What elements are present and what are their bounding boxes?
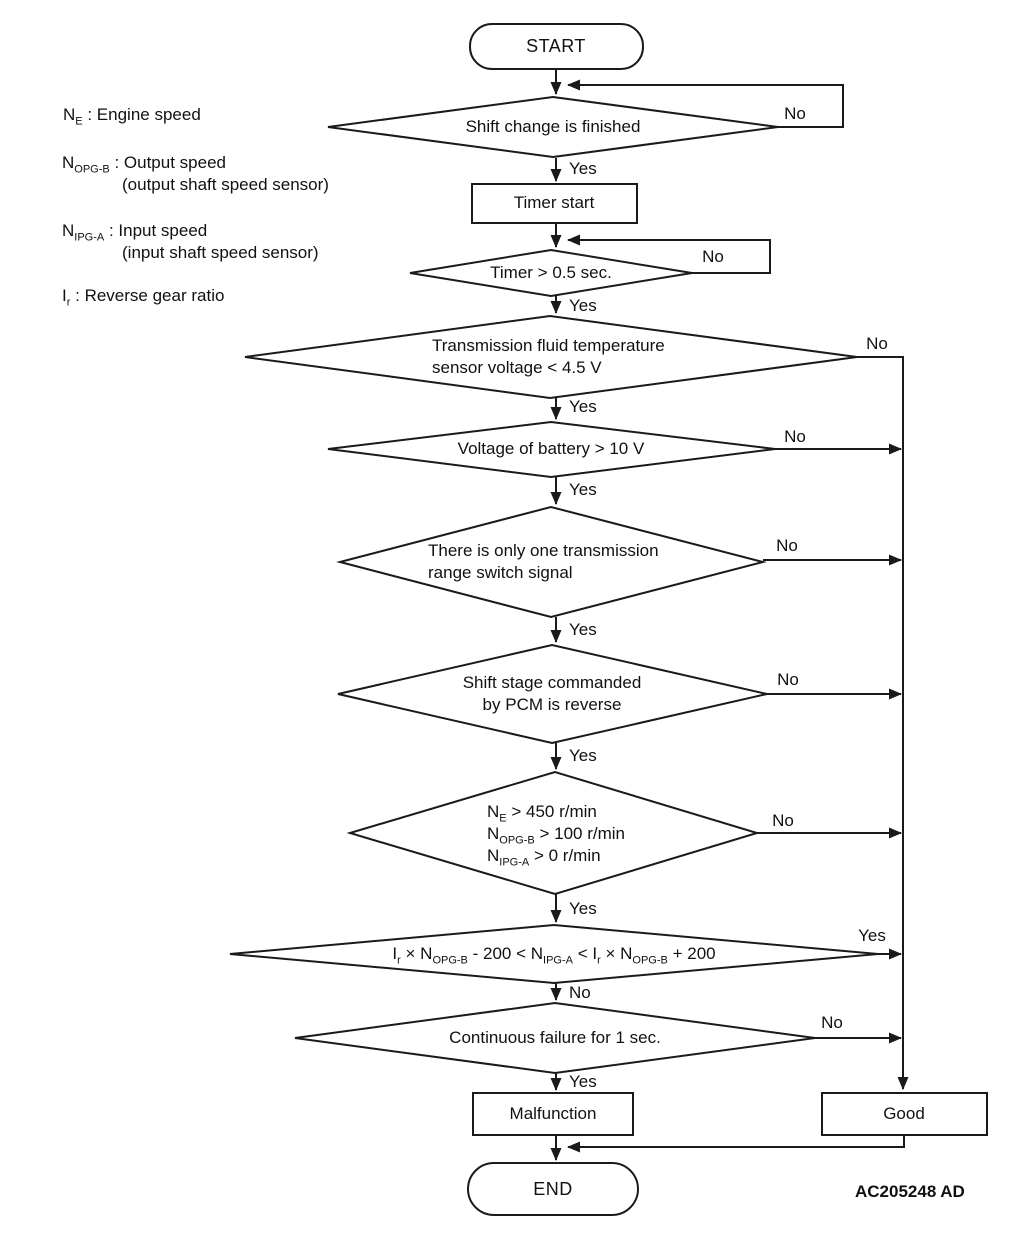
d1-shift-change-diamond xyxy=(327,95,779,159)
d7-speed-conditions-diamond xyxy=(346,770,761,896)
d5-label: There is only one transmission range swit… xyxy=(428,540,659,584)
edge-label-no-d9: No xyxy=(821,1013,843,1032)
start-terminator-shape xyxy=(469,23,644,70)
d8-label: Ir × NOPG-B - 200 < NIPG-A < Ir × NOPG-B… xyxy=(392,944,716,967)
edge-label-yes-d2: Yes xyxy=(569,296,597,315)
edge-label-no-d1: No xyxy=(784,104,806,123)
d9-label: Continuous failure for 1 sec. xyxy=(449,1028,661,1047)
edge-label-no-d5: No xyxy=(776,536,798,555)
end-label: END xyxy=(533,1179,573,1199)
d3-label: Transmission fluid temperature sensor vol… xyxy=(432,335,665,379)
malfunction-box xyxy=(472,1092,634,1136)
edge-label-no-d8: No xyxy=(569,983,591,1002)
edge-label-yes-d6: Yes xyxy=(569,746,597,765)
d2-timer-diamond xyxy=(409,248,693,298)
legend-engine-speed: NE : Engine speed xyxy=(63,105,201,128)
edge-label-no-d4: No xyxy=(784,427,806,446)
legend-input-speed: NIPG-A : Input speed xyxy=(62,221,208,244)
d7-label-line2: NOPG-B > 100 r/min xyxy=(487,824,625,847)
edge-label-yes-d9: Yes xyxy=(569,1072,597,1091)
malfunction-label: Malfunction xyxy=(509,1104,597,1123)
d1-label: Shift change is finished xyxy=(465,117,641,136)
good-box xyxy=(821,1092,988,1136)
d2-label: Timer > 0.5 sec. xyxy=(490,263,612,282)
d6-label: Shift stage commanded by PCM is reverse xyxy=(463,672,642,716)
good-label: Good xyxy=(883,1104,925,1123)
d4-label: Voltage of battery > 10 V xyxy=(457,439,645,458)
edge-label-no-d2: No xyxy=(702,247,724,266)
edge-label-yes-d4: Yes xyxy=(569,480,597,499)
d3-label-line1: Transmission fluid temperature xyxy=(432,336,665,355)
figure-id-code: AC205248 xyxy=(855,1182,937,1201)
d9-continuous-failure-diamond xyxy=(294,1001,816,1075)
legend-input-speed-note: (input shaft speed sensor) xyxy=(122,243,319,262)
edge-label-yes-d3: Yes xyxy=(569,397,597,416)
d3-label-line2: sensor voltage < 4.5 V xyxy=(432,358,602,377)
d8-ratio-formula-diamond xyxy=(229,923,879,985)
edge-label-yes-d1: Yes xyxy=(569,159,597,178)
edge-d3-no-trunk xyxy=(857,356,909,1090)
figure-id-suffix: AD xyxy=(940,1182,965,1201)
end-terminator-shape xyxy=(467,1162,639,1216)
edge-label-no-d6: No xyxy=(777,670,799,689)
edge-good-to-end-join xyxy=(567,1135,905,1153)
legend-reverse-gear-ratio: Ir : Reverse gear ratio xyxy=(62,286,225,309)
edge-d1-no-loop xyxy=(567,79,844,128)
d7-label-line1: NE > 450 r/min xyxy=(487,802,597,825)
d6-shift-stage-diamond xyxy=(337,643,768,745)
d5-range-switch-diamond xyxy=(336,505,767,619)
edge-d2-no-loop xyxy=(567,234,771,274)
edge-label-yes-d7: Yes xyxy=(569,899,597,918)
d7-label-line3: NIPG-A > 0 r/min xyxy=(487,846,601,869)
edge-label-no-d7: No xyxy=(772,811,794,830)
legend-output-speed-note: (output shaft speed sensor) xyxy=(122,175,329,194)
timer-start-label: Timer start xyxy=(513,193,595,212)
legend-output-speed: NOPG-B : Output speed xyxy=(62,153,226,176)
d4-battery-voltage-diamond xyxy=(327,420,776,479)
timer-start-process-box xyxy=(471,183,638,224)
d3-fluid-temp-diamond xyxy=(244,314,858,400)
edge-label-yes-d8: Yes xyxy=(858,926,886,945)
edge-label-no-d3: No xyxy=(866,334,888,353)
d6-label-line2: by PCM is reverse xyxy=(482,695,622,714)
start-label: START xyxy=(526,36,586,56)
d6-label-line1: Shift stage commanded xyxy=(462,673,642,692)
d5-label-line1: There is only one transmission xyxy=(428,541,659,560)
d5-label-line2: range switch signal xyxy=(428,563,573,582)
edge-label-yes-d5: Yes xyxy=(569,620,597,639)
